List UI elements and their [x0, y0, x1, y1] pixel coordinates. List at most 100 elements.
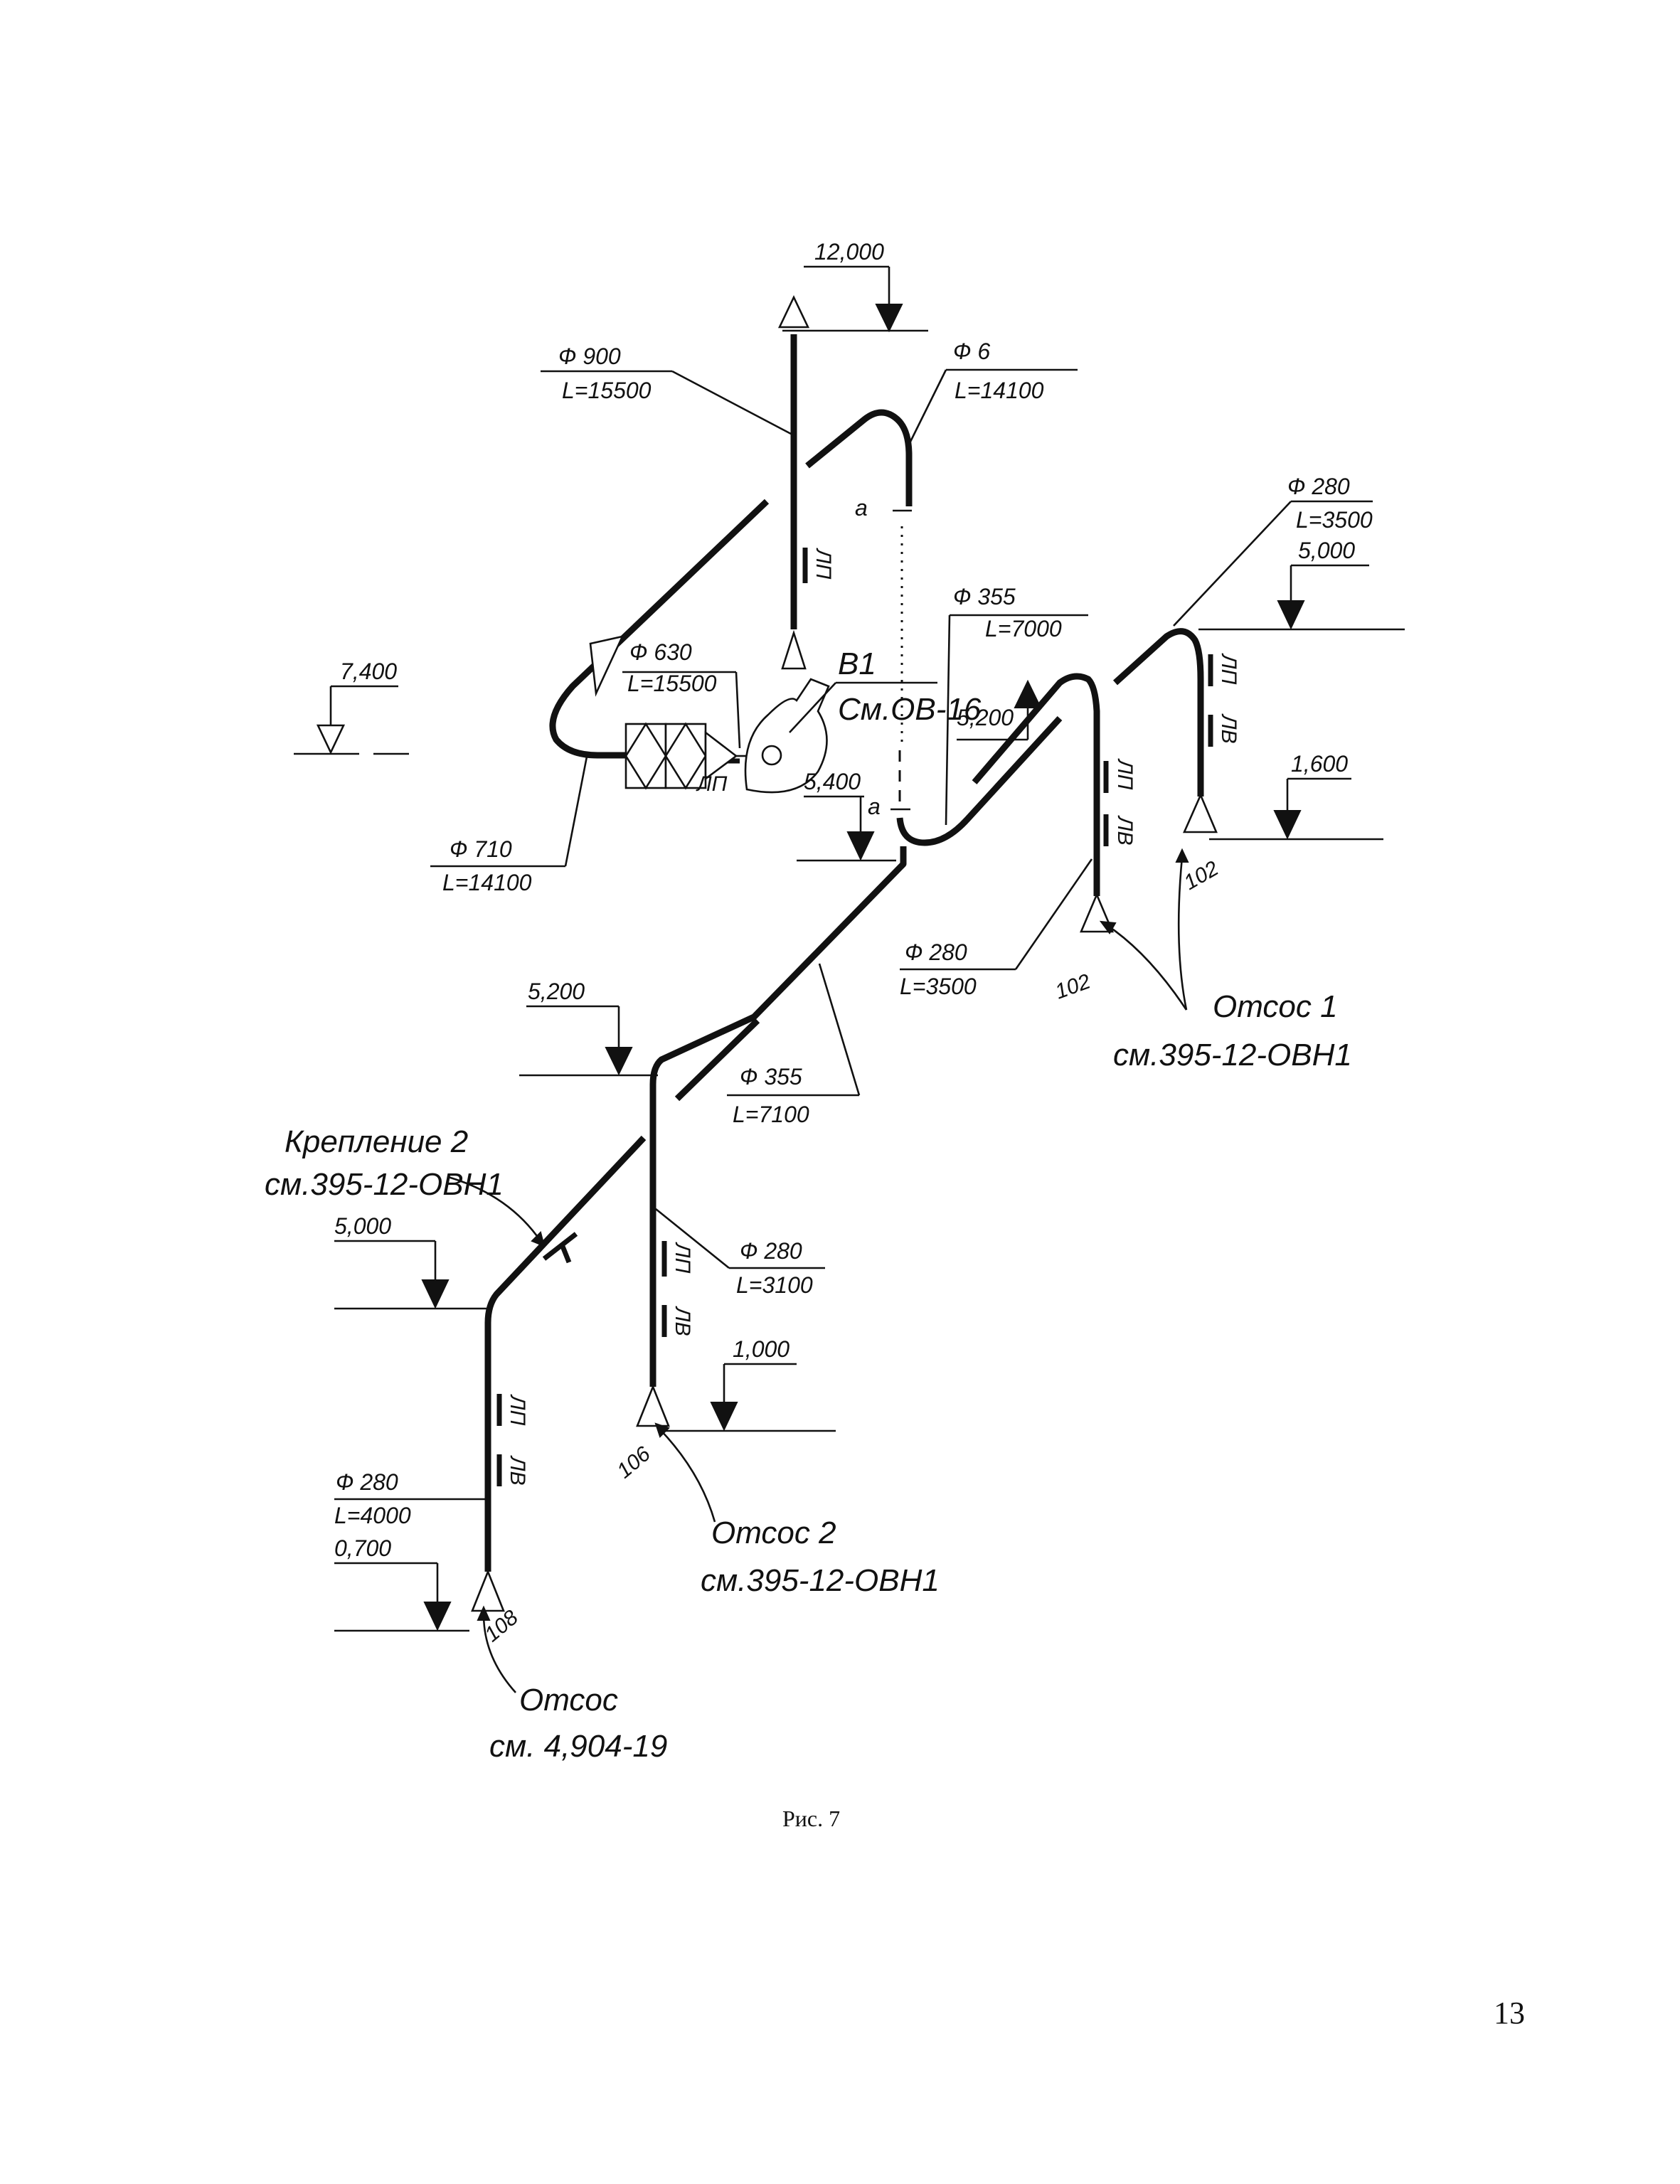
note-otsos1-ref: см.395-12-ОВН1 [1113, 1038, 1352, 1072]
callout-d355b-leader [818, 963, 861, 1096]
note-otsos3-head [477, 1605, 491, 1621]
fan-label-leader [789, 682, 836, 733]
elev-0700-text: 0,700 [334, 1535, 391, 1561]
note-otsos1-head-a [1099, 920, 1117, 934]
valve-text-center-lp: ЛП [671, 1242, 694, 1274]
note-krepl-ref: см.395-12-ОВН1 [265, 1167, 504, 1202]
valve-text-far-lv: ЛВ [1217, 713, 1240, 744]
elev-7400-tri [316, 724, 346, 755]
duct-upper-diagonal [805, 409, 913, 506]
section-mark-upper: а [855, 495, 868, 521]
elev-5200l-text: 5,200 [528, 979, 585, 1004]
notes: Отсос 1 см.395-12-ОВН1 Отсос 2 см.395-12… [265, 848, 1352, 1764]
callout-d900-d: Ф 900 [558, 343, 621, 369]
callout-d280l-d: Ф 280 [336, 1469, 398, 1495]
duct-routes [484, 334, 1204, 1572]
note-otsos2-text: Отсос 2 [711, 1516, 836, 1550]
valve-text-left-lp: ЛП [506, 1394, 529, 1426]
elev-1600-tri [1273, 810, 1302, 840]
note-otsos2-head [654, 1422, 670, 1438]
duct-right-arch [972, 673, 1100, 896]
callout-d6xx-leader [908, 369, 947, 445]
callout-d630-l: L=15500 [627, 671, 717, 696]
valve-text-left-lv: ЛВ [506, 1455, 529, 1486]
fixing-bracket-stem [559, 1243, 572, 1264]
duct-left-branch [484, 1135, 647, 1572]
valve-text-right-lv: ЛВ [1113, 815, 1137, 846]
callout-d710-d: Ф 710 [450, 836, 512, 862]
terminal-numbers: 102 102 106 108 [480, 856, 1223, 1646]
note-otsos3-text: Отсос [519, 1683, 618, 1717]
callout-d355b-l: L=7100 [733, 1102, 809, 1127]
elev-1000-text: 1,000 [733, 1336, 790, 1362]
elevation-markers: 12,000 7,400 5,400 5,200 5,000 1,600 [294, 239, 1405, 1632]
callout-d280l-l: L=4000 [334, 1503, 411, 1528]
elev-5200l-tri [605, 1047, 633, 1076]
callout-d280r-leader [1173, 501, 1292, 627]
elev-5200m-text: 5,200 [957, 705, 1014, 730]
duct-far-right-arch [1112, 628, 1204, 797]
note-krepl-text: Крепление 2 [285, 1124, 468, 1159]
duct-long-diagonal [649, 846, 907, 1387]
equipment-labels: В1 См.ОВ-16 а а ЛП [696, 495, 982, 819]
terminal-arrow-top [777, 294, 810, 329]
callout-d710-leader [564, 756, 588, 867]
callout-d280c-d: Ф 280 [740, 1238, 802, 1264]
terminal-106: 106 [612, 1442, 655, 1483]
terminal-arrows [471, 294, 1218, 1612]
elev-5000l-text: 5,000 [334, 1213, 391, 1239]
callout-d355a-l: L=7000 [985, 616, 1062, 641]
fan-name: В1 [838, 646, 876, 681]
section-mark-lower: а [868, 794, 881, 819]
elev-5000l-tri [421, 1279, 450, 1309]
callout-d280c-leader [655, 1208, 730, 1269]
duct-left-diagonal [549, 499, 770, 759]
damper-arrow [704, 730, 738, 781]
callout-d355a-d: Ф 355 [953, 584, 1016, 609]
elev-5000r-text: 5,000 [1298, 538, 1355, 563]
figure-caption: Рис. 7 [782, 1806, 840, 1831]
valve-text-far-lp: ЛП [1217, 653, 1240, 685]
note-otsos1-arrow-b [1177, 856, 1188, 1011]
elev-12000-tri [875, 304, 903, 333]
valve-marks [496, 548, 1213, 1486]
fan-assembly [624, 678, 830, 794]
callout-d630-d: Ф 630 [629, 639, 692, 665]
callout-d280r-l: L=3500 [1296, 507, 1373, 533]
elev-1600-text: 1,600 [1291, 751, 1348, 777]
callout-d900-l: L=15500 [562, 378, 652, 403]
damper-label: ЛП [696, 772, 728, 796]
valve-text-center-lv: ЛВ [671, 1306, 694, 1336]
elev-7400-text: 7,400 [340, 659, 397, 684]
fan-housing [744, 678, 830, 794]
terminal-arrow-102b [1183, 792, 1218, 833]
callout-d280m-leader [1014, 858, 1093, 970]
terminal-102a: 102 [1052, 969, 1094, 1003]
duct-lower-u [896, 715, 1063, 846]
fan-reference: См.ОВ-16 [838, 692, 982, 727]
terminal-arrow-108 [471, 1569, 505, 1612]
elev-5400-tri [846, 831, 875, 861]
elev-1000-tri [710, 1402, 738, 1432]
callout-d280m-d: Ф 280 [905, 939, 967, 965]
callout-d355b-d: Ф 355 [740, 1064, 802, 1090]
callout-d280c-l: L=3100 [736, 1272, 813, 1298]
callout-d900-leader [671, 370, 792, 435]
note-otsos1-arrow-a [1105, 923, 1188, 1011]
note-otsos2-ref: см.395-12-ОВН1 [701, 1563, 940, 1598]
diameter-callouts: Ф 900 L=15500 Ф 6 L=14100 Ф 630 L=15500 … [334, 339, 1373, 1528]
note-otsos1-text: Отсос 1 [1213, 989, 1338, 1024]
callout-d630-leader [735, 671, 741, 749]
callout-d280m-l: L=3500 [900, 974, 977, 999]
terminal-arrow-fan-outlet [781, 629, 807, 670]
elev-0700-tri [423, 1602, 452, 1631]
callout-d355a-leader [945, 614, 951, 826]
note-otsos3-arrow [482, 1614, 516, 1693]
duct-left-lower-diagonal [674, 1018, 760, 1102]
elev-5400-text: 5,400 [804, 769, 861, 794]
callout-d6xx-d: Ф 6 [953, 339, 990, 364]
note-otsos3-ref: см. 4,904-19 [489, 1729, 667, 1764]
page-number: 13 [1494, 1996, 1525, 2030]
callout-d280r-d: Ф 280 [1287, 474, 1350, 499]
